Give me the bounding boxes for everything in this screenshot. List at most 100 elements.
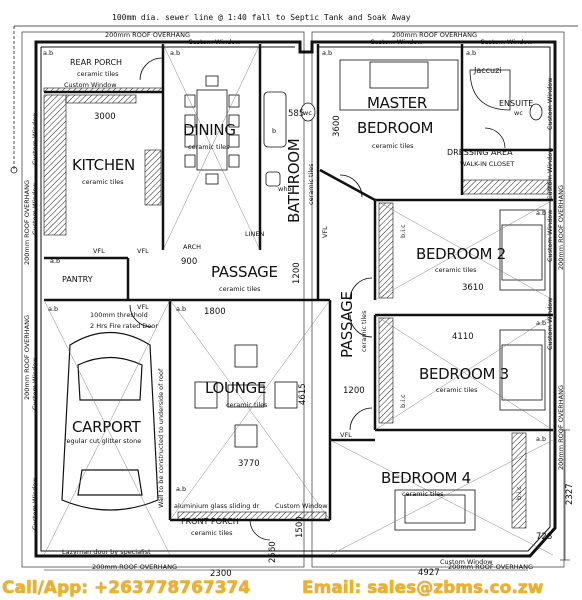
linen-label: LINEN [245, 230, 265, 238]
lounge-finish: ceramic tiles [226, 401, 268, 409]
custom-window-bed4: Custom Window [440, 558, 493, 566]
vfl-pantry: VFL [137, 247, 149, 255]
dim-2300: 2300 [210, 569, 232, 579]
roof-overhang-left-lower: 200mm ROOF OVERHANG [23, 315, 31, 400]
custom-window-left-4: Custom Window [31, 477, 39, 530]
dim-3000: 3000 [94, 112, 116, 122]
rear-porch-name: REAR PORCH [70, 58, 123, 67]
sewer-note: 100mm dia. sewer line @ 1:40 fall to Sep… [112, 13, 411, 22]
bedroom3-name: BEDROOM 3 [419, 365, 509, 383]
custom-window-left-3: Custom Window [31, 357, 39, 410]
custom-window-ensuite: Custom Window [480, 38, 533, 46]
custom-window-porch: Custom Window [275, 502, 328, 510]
passage2-name: PASSAGE [338, 291, 356, 358]
walk-in-closet-label: WALK-IN CLOSET [460, 160, 515, 168]
b-bathroom: b [272, 127, 277, 135]
custom-window-ensuite-side: Custom Window [546, 77, 554, 130]
dim-1200-horizontal: 1200 [343, 386, 365, 396]
dressing-area-label: DRESSING AREA [447, 148, 513, 157]
bathroom-fixtures [263, 69, 543, 187]
bedroom4-name: BEDROOM 4 [381, 469, 471, 487]
external-walls [34, 40, 557, 558]
custom-window-left-2: Custom Window [31, 182, 39, 235]
bedroom2-finish: ceramic tiles [435, 266, 477, 274]
whb-bathroom: whb [278, 185, 292, 193]
bic-bedroom4: b.i.c [515, 486, 523, 500]
dim-4927: 4927 [418, 568, 440, 578]
kitchen-finish: ceramic tiles [82, 178, 124, 186]
threshold-note: 100mm threshold [90, 311, 148, 319]
ab-dining: a.b [170, 49, 181, 57]
custom-window-dining: Custom Window [188, 38, 241, 46]
email-contact: Email: sales@zbms.co.zw [302, 578, 544, 598]
dim-4615: 4615 [298, 383, 308, 405]
beds [339, 59, 546, 531]
ab-porch: a.b [176, 485, 187, 493]
dim-2560: 2560 [268, 541, 278, 563]
contact-footer: Call/App: +263778767374 Email: sales@zbm… [0, 576, 582, 600]
custom-window-bed2: Custom Window [546, 209, 554, 262]
dining-table [184, 75, 240, 185]
master-name-1: MASTER [367, 94, 427, 112]
master-finish: ceramic tiles [372, 142, 414, 150]
ab-master: a.b [322, 49, 333, 57]
ab-carport: a.b [48, 305, 59, 313]
dim-3610: 3610 [462, 283, 484, 293]
ab-bed3: a.b [536, 319, 547, 327]
bedroom3-finish: ceramic tiles [436, 386, 478, 394]
lounge-name: LOUNGE [205, 379, 267, 397]
front-porch-finish: ceramic tiles [191, 529, 233, 537]
custom-window-master-side: Custom Window [546, 147, 554, 200]
vfl-passage: VFL [340, 431, 352, 439]
dim-1500: 1500 [295, 516, 305, 538]
ab-rear-porch: a.b [43, 49, 54, 57]
custom-window-kitchen: Custom Window [64, 81, 117, 89]
custom-window-master: Custom Window [370, 38, 423, 46]
vfl-bathroom: VFL [321, 226, 329, 238]
bic-bedroom3: b.i.c [399, 394, 407, 408]
carport-name: CARPORT [72, 418, 141, 436]
sliding-door-note: aluminium glass sliding dr [174, 502, 260, 510]
dim-3600: 3600 [332, 115, 342, 137]
ab-kitchen: a.b [50, 257, 61, 265]
arch-label: ARCH [183, 243, 202, 251]
jaccuzi-label: Jaccuzi [474, 66, 502, 75]
dim-1800: 1800 [204, 307, 226, 317]
roof-overhang-right-lower: 200mm ROOF OVERHANG [557, 385, 565, 470]
wall-note: Wall to be constructed to underside of r… [157, 368, 165, 508]
roof-overhang-left-upper: 200mm ROOF OVERHANG [23, 180, 31, 265]
bathroom-finish: ceramic tiles [307, 163, 315, 205]
ab-bed4: a.b [536, 435, 547, 443]
dim-2327: 2327 [565, 483, 575, 505]
front-porch-name: FRONT PORCH [181, 517, 239, 526]
kitchen-name: KITCHEN [72, 156, 135, 174]
vfl-kitchen: VFL [93, 247, 105, 255]
lazyman-door-note: Lazyman door by specialist [62, 548, 151, 556]
passage1-finish: ceramic tiles [219, 285, 261, 293]
ab-lounge: a.b [176, 305, 187, 313]
dim-728: 728 [536, 532, 553, 542]
roof-overhang-rear-right: 200mm ROOF OVERHANG [392, 31, 477, 39]
dim-3770: 3770 [238, 459, 260, 469]
passage1-name: PASSAGE [211, 263, 278, 281]
phone-contact: Call/App: +263778767374 [2, 578, 251, 598]
roof-overhang-front-left: 200mm ROOF OVERHANG [92, 563, 177, 571]
custom-window-kitchen-side: Custom Window [31, 112, 39, 165]
custom-window-bed3: Custom Window [546, 297, 554, 350]
ab-bed2: a.b [536, 209, 547, 217]
bedroom4-finish: ceramic tiles [402, 490, 444, 498]
dining-name: DINING [183, 121, 236, 139]
bathroom-name: BATHROOM [285, 138, 303, 223]
vfl-carport: VFL [137, 303, 149, 311]
wc-ensuite: wc [514, 109, 523, 117]
dim-585: 585 [288, 109, 305, 119]
door-swings [129, 57, 506, 541]
pantry-label: PANTRY [62, 275, 93, 284]
fire-door-note: 2 Hrs Fire rated Door [90, 322, 158, 330]
dim-900: 900 [181, 257, 198, 267]
dim-4110: 4110 [452, 332, 474, 342]
bic-bedroom2: b.i.c [399, 224, 407, 238]
bedroom2-name: BEDROOM 2 [416, 245, 506, 263]
roof-overhang-front-right: 200mm ROOF OVERHANG [448, 563, 533, 571]
